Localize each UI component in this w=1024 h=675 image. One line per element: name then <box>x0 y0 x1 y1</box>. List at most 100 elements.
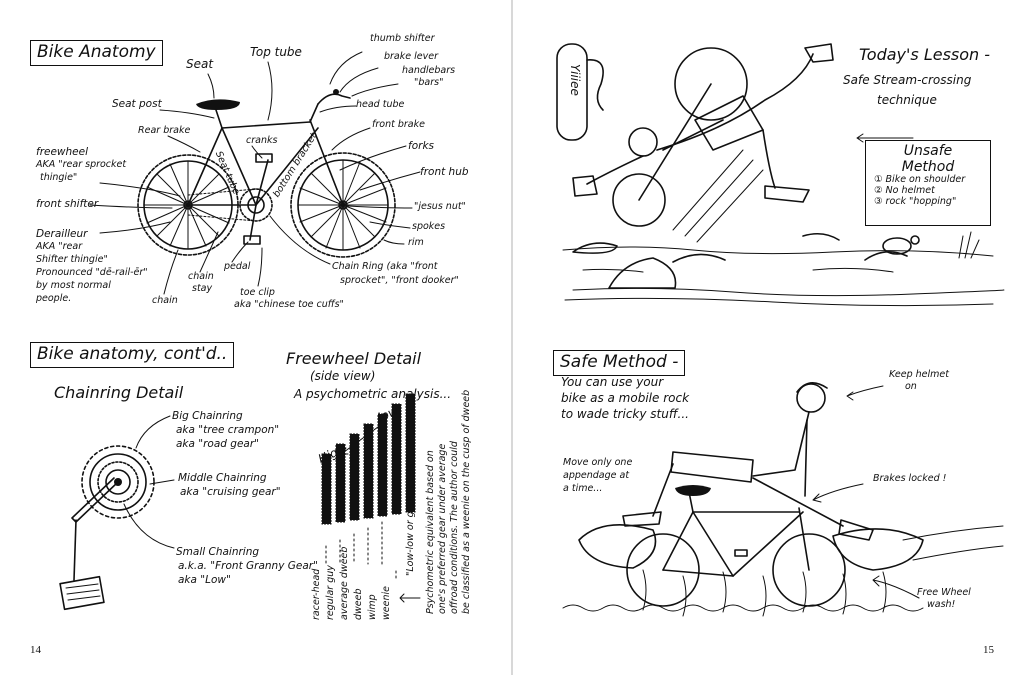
label-spokes: spokes <box>412 221 446 232</box>
label-toe-clip: toe clip <box>240 287 275 298</box>
freewheel-cog <box>363 423 374 519</box>
lesson-title-1: Today's Lesson - <box>859 45 991 64</box>
label-rim: rim <box>408 237 424 248</box>
unsafe-crossing-illustration <box>556 43 1005 307</box>
safe-method-title: Safe Method - <box>553 350 686 376</box>
label-top-tube: Top tube <box>250 45 302 59</box>
label-chain-ring-1: Chain Ring (aka "front <box>332 261 438 272</box>
safe-desc-3: to wade tricky stuff... <box>561 407 689 421</box>
label-derailleur-pron3: people. <box>36 293 72 304</box>
label-seat-post: Seat post <box>112 98 162 110</box>
label-derailleur: Derailleur <box>36 228 88 240</box>
freewheel-cogs <box>321 393 416 525</box>
move-appendage-3: a time... <box>563 483 603 494</box>
big-chainring-aka1: aka "tree crampon" <box>176 424 280 436</box>
label-rear-brake: Rear brake <box>138 125 191 136</box>
chainring-drawing <box>59 415 175 611</box>
unsafe-arrow <box>856 133 914 143</box>
label-seat: Seat <box>186 57 214 71</box>
label-handlebars-aka: "bars" <box>414 77 444 88</box>
unsafe-title-1: Unsafe <box>903 143 953 159</box>
label-handlebars: handlebars <box>402 65 456 76</box>
label-derailleur-pron1: Pronounced "dē-rail-ēr" <box>36 267 148 278</box>
label-chain-stay-2: stay <box>192 283 213 294</box>
label-chain: chain <box>152 295 178 306</box>
label-chain-stay-1: chain <box>188 271 214 282</box>
psychometric-note-3: offroad conditions. The author could <box>449 441 460 614</box>
unsafe-item: ① Bike on shoulder <box>874 174 966 186</box>
freewheel-drawing <box>321 393 421 603</box>
label-freewheel-aka1: AKA "rear sprocket <box>36 159 127 170</box>
psychometric-note-1: Psychometric equivalent based on <box>425 450 436 614</box>
big-chainring-label: Big Chainring <box>172 410 243 422</box>
middle-chainring-aka: aka "cruising gear" <box>180 486 281 498</box>
label-jesus-nut: "jesus nut" <box>414 201 466 212</box>
label-thumb-shifter: thumb shifter <box>370 33 435 44</box>
freewheel-detail-heading: Freewheel Detail <box>286 349 422 368</box>
small-chainring-aka1: a.k.a. "Front Granny Gear" <box>178 560 318 572</box>
label-chain-ring-2: sprocket", "front dooker" <box>340 275 459 286</box>
chainring-detail-heading: Chainring Detail <box>54 383 184 402</box>
freewheel-cog <box>377 413 388 517</box>
label-pedal: pedal <box>224 261 251 272</box>
freewheel-side-view: (side view) <box>310 369 376 383</box>
free-wheel-wash-1: Free Wheel <box>917 587 971 598</box>
cog-label: wimp <box>367 594 378 620</box>
big-chainring-aka2: aka "road gear" <box>176 438 260 450</box>
lesson-title-2: Safe Stream-crossing <box>843 73 972 87</box>
bike-anatomy-title: Bike Anatomy <box>30 40 163 66</box>
right-page: Yiiiee Today's Lesson - Safe Stream-cros… <box>513 0 1024 675</box>
label-derailleur-aka1: AKA "rear <box>36 241 83 252</box>
freewheel-cog <box>391 403 402 515</box>
psychometric-note-4: be classified as a weenie on the cusp of… <box>461 389 472 614</box>
keep-helmet-1: Keep helmet <box>889 369 949 380</box>
label-front-brake: front brake <box>372 119 425 130</box>
label-derailleur-pron2: by most normal <box>36 280 111 291</box>
label-forks: forks <box>408 140 434 152</box>
lesson-title-3: technique <box>877 93 937 107</box>
freewheel-cog <box>349 433 360 521</box>
label-brake-lever: brake lever <box>384 51 438 62</box>
cog-label: average dweeb <box>339 546 350 620</box>
label-freewheel: freewheel <box>36 146 89 158</box>
unsafe-item: ③ rock "hopping" <box>874 196 957 208</box>
move-appendage-2: appendage at <box>563 470 630 481</box>
psychometric-note-2: one's preferred gear under average <box>437 443 448 614</box>
safe-desc-1: You can use your <box>561 375 664 389</box>
yell-bubble-text: Yiiiee <box>568 64 582 96</box>
label-freewheel-aka2: thingie" <box>40 172 78 183</box>
cog-label: regular guy <box>325 565 336 620</box>
label-toe-clip-aka: aka "chinese toe cuffs" <box>234 299 344 310</box>
page-number-left: 14 <box>30 644 41 656</box>
small-chainring-aka2: aka "Low" <box>178 574 231 586</box>
small-chainring-label: Small Chainring <box>176 546 260 558</box>
safe-desc-2: bike as a mobile rock <box>561 391 690 405</box>
left-page: Bike Anatomy <box>0 0 511 675</box>
keep-helmet-2: on <box>905 381 917 392</box>
free-wheel-wash-2: wash! <box>927 599 956 610</box>
bike-anatomy-contd-title: Bike anatomy, cont'd.. <box>30 342 235 368</box>
cog-label: dweeb <box>353 588 364 620</box>
label-head-tube: head tube <box>356 99 405 110</box>
label-derailleur-aka2: Shifter thingie" <box>36 254 108 265</box>
middle-chainring-label: Middle Chainring <box>178 472 267 484</box>
freewheel-cog <box>321 453 332 525</box>
label-front-hub: front hub <box>420 166 469 178</box>
cog-label: weenie <box>381 586 392 620</box>
move-appendage-1: Move only one <box>563 457 633 468</box>
brakes-locked: Brakes locked ! <box>873 473 947 484</box>
cog-label: racer-head <box>311 568 322 620</box>
freewheel-cog <box>335 443 346 523</box>
freewheel-cog <box>405 393 416 513</box>
bike-drawing <box>89 51 421 295</box>
safe-crossing-illustration <box>562 382 1004 617</box>
page-gutter <box>511 0 513 675</box>
unsafe-item: ② No helmet <box>874 185 935 197</box>
label-front-shifter: front shifter <box>36 198 99 210</box>
label-cranks: cranks <box>246 135 278 146</box>
page-number-right: 15 <box>983 644 994 656</box>
unsafe-title-2: Method <box>901 159 955 176</box>
